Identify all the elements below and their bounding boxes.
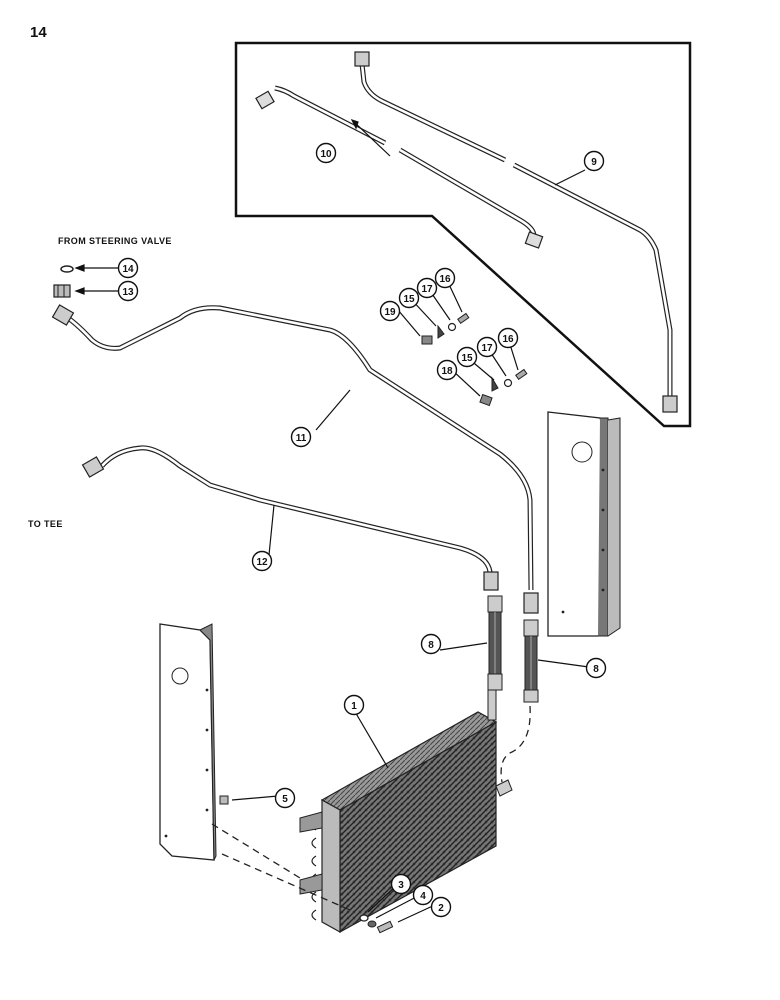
svg-text:2: 2 xyxy=(438,903,444,914)
bolt-2 xyxy=(376,920,394,934)
callout-18: 18 xyxy=(436,359,458,381)
svg-text:15: 15 xyxy=(403,294,415,305)
svg-text:16: 16 xyxy=(439,274,451,285)
svg-text:8: 8 xyxy=(428,640,434,651)
hose-8-right xyxy=(523,619,539,703)
svg-text:4: 4 xyxy=(420,891,426,902)
svg-text:9: 9 xyxy=(591,157,597,168)
svg-text:19: 19 xyxy=(384,307,396,318)
callout-11: 11 xyxy=(290,426,312,448)
callout-16a: 16 xyxy=(434,267,456,289)
callout-10: 10 xyxy=(315,142,337,164)
callout-12: 12 xyxy=(251,550,273,572)
callout-1: 1 xyxy=(343,694,365,716)
callout-9: 9 xyxy=(583,150,605,172)
to-tee-label: TO TEE xyxy=(28,519,63,529)
svg-text:17: 17 xyxy=(481,343,493,354)
dashed-leader-lines xyxy=(211,705,531,911)
svg-text:17: 17 xyxy=(421,284,433,295)
callout-16b: 16 xyxy=(497,327,519,349)
clamp-hardware-upper xyxy=(421,312,470,345)
tube-9 xyxy=(354,51,678,413)
clamp-hardware-lower xyxy=(479,368,528,407)
svg-text:15: 15 xyxy=(461,353,473,364)
callout-8a: 8 xyxy=(420,633,442,655)
tube-11 xyxy=(51,304,539,614)
callout-2: 2 xyxy=(430,896,452,918)
callout-13: 13 xyxy=(117,280,139,302)
tube-10 xyxy=(255,85,544,249)
svg-text:8: 8 xyxy=(593,664,599,675)
oil-cooler xyxy=(299,689,513,934)
washer-3 xyxy=(359,914,369,922)
hose-8-left xyxy=(487,595,503,691)
nut-5 xyxy=(219,795,229,805)
callout-4: 4 xyxy=(412,884,434,906)
lockwasher-4 xyxy=(367,920,377,928)
fitting-13 xyxy=(53,284,71,298)
callout-15b: 15 xyxy=(456,346,478,368)
callout-15a: 15 xyxy=(398,287,420,309)
svg-text:12: 12 xyxy=(256,557,268,568)
svg-text:3: 3 xyxy=(398,880,404,891)
svg-text:18: 18 xyxy=(441,366,453,377)
bracket-left xyxy=(159,623,217,861)
o-ring-14 xyxy=(60,265,74,273)
callout-17b: 17 xyxy=(476,336,498,358)
callout-19: 19 xyxy=(379,300,401,322)
callout-17a: 17 xyxy=(416,277,438,299)
svg-text:11: 11 xyxy=(296,433,307,444)
inset-box xyxy=(234,41,692,428)
svg-text:16: 16 xyxy=(502,334,514,345)
svg-text:5: 5 xyxy=(282,794,288,805)
svg-text:14: 14 xyxy=(122,264,134,275)
page-number: 14 xyxy=(30,24,47,41)
svg-text:13: 13 xyxy=(122,287,134,298)
callout-3: 3 xyxy=(390,873,412,895)
svg-text:1: 1 xyxy=(351,701,357,712)
callout-8b: 8 xyxy=(585,657,607,679)
callout-5: 5 xyxy=(274,787,296,809)
tube-12 xyxy=(81,445,499,591)
callout-14: 14 xyxy=(117,257,139,279)
from-steering-valve-label: FROM STEERING VALVE xyxy=(58,236,172,246)
bracket-right xyxy=(547,411,621,637)
svg-text:10: 10 xyxy=(320,149,332,160)
